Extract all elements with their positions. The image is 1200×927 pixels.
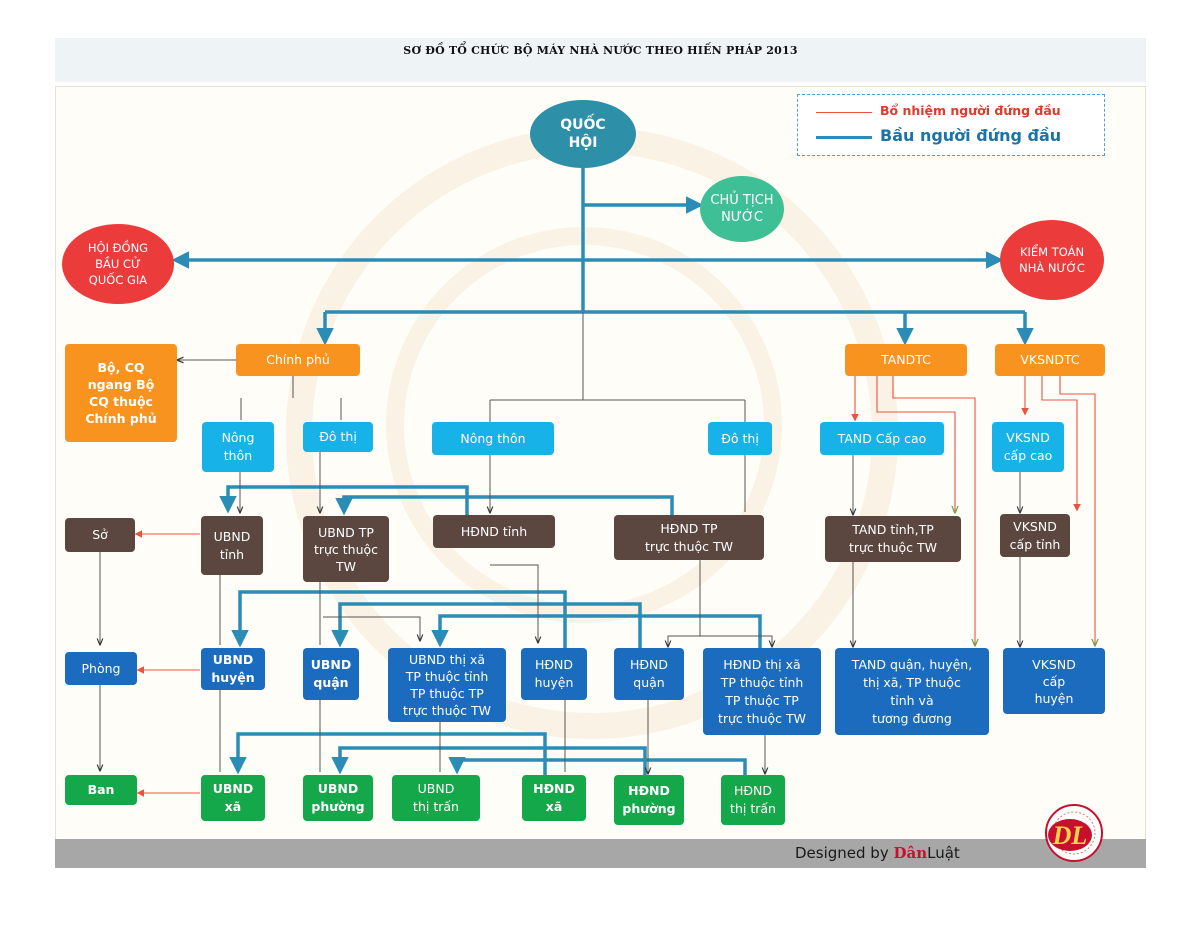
legend-elect-label: Bầu người đứng đầu bbox=[880, 126, 1062, 145]
hdnd-phuong-node: HĐND phường bbox=[614, 775, 684, 825]
tand-cap-cao-node: TAND Cấp cao bbox=[820, 422, 944, 455]
do-thi-2-node: Đô thị bbox=[708, 422, 772, 455]
legend-appoint-label: Bổ nhiệm người đứng đầu bbox=[880, 103, 1061, 118]
ubnd-tp-tw-node: UBND TP trực thuộc TW bbox=[303, 516, 389, 582]
ubnd-thi-xa-node: UBND thị xã TP thuộc tỉnh TP thuộc TP tr… bbox=[388, 648, 506, 722]
tand-tinh-node: TAND tỉnh,TP trực thuộc TW bbox=[825, 516, 961, 562]
designed-by-label: Designed by bbox=[795, 844, 889, 862]
ubnd-quan-node: UBND quận bbox=[303, 648, 359, 700]
nong-thon-1-node: Nông thôn bbox=[202, 422, 274, 472]
nong-thon-2-node: Nông thôn bbox=[432, 422, 554, 455]
hdnd-huyen-node: HĐND huyện bbox=[521, 648, 587, 700]
vksnd-tinh-node: VKSND cấp tỉnh bbox=[1000, 514, 1070, 557]
bo-cq-node: Bộ, CQ ngang Bộ CQ thuộc Chính phủ bbox=[65, 344, 177, 442]
hoi-dong-bau-cu-node: HỘI ĐỒNG BẦU CỬ QUỐC GIA bbox=[62, 224, 174, 304]
ban-node: Ban bbox=[65, 775, 137, 805]
chinh-phu-node: Chính phủ bbox=[236, 344, 360, 376]
ubnd-huyen-node: UBND huyện bbox=[201, 648, 265, 690]
ubnd-xa-node: UBND xã bbox=[201, 775, 265, 821]
vksndtc-node: VKSNDTC bbox=[995, 344, 1105, 376]
title-bar: SƠ ĐỒ TỔ CHỨC BỘ MÁY NHÀ NƯỚC THEO HIẾN … bbox=[55, 38, 1146, 82]
designed-by-credit: Designed by DânLuật bbox=[795, 844, 960, 862]
legend-appoint-line bbox=[816, 112, 872, 113]
hdnd-quan-node: HĐND quận bbox=[614, 648, 684, 700]
phong-node: Phòng bbox=[65, 652, 137, 685]
footer-bar bbox=[55, 839, 1146, 868]
brand-name-b: Luật bbox=[927, 844, 960, 862]
brand-name-a: Dân bbox=[893, 844, 928, 862]
hdnd-thi-tran-node: HĐND thị trấn bbox=[721, 775, 785, 825]
hdnd-xa-node: HĐND xã bbox=[522, 775, 586, 821]
legend-elect-line bbox=[816, 136, 872, 139]
chu-tich-nuoc-node: CHỦ TỊCH NƯỚC bbox=[700, 176, 784, 242]
hdnd-thi-xa-node: HĐND thị xã TP thuộc tỉnh TP thuộc TP tr… bbox=[703, 648, 821, 735]
tand-huyen-node: TAND quận, huyện, thị xã, TP thuộc tỉnh … bbox=[835, 648, 989, 735]
tandtc-node: TANDTC bbox=[845, 344, 967, 376]
vksnd-cap-cao-node: VKSND cấp cao bbox=[992, 422, 1064, 472]
vksnd-huyen-node: VKSND cấp huyện bbox=[1003, 648, 1105, 714]
danluat-logo-icon: DL bbox=[1045, 804, 1103, 862]
so-node: Sở bbox=[65, 518, 135, 552]
kiem-toan-node: KIỂM TOÁN NHÀ NƯỚC bbox=[1000, 220, 1104, 300]
do-thi-1-node: Đô thị bbox=[303, 422, 373, 452]
page-title: SƠ ĐỒ TỔ CHỨC BỘ MÁY NHÀ NƯỚC THEO HIẾN … bbox=[403, 44, 798, 57]
legend: Bổ nhiệm người đứng đầu Bầu người đứng đ… bbox=[797, 94, 1105, 156]
ubnd-thi-tran-node: UBND thị trấn bbox=[392, 775, 480, 821]
ubnd-tinh-node: UBND tỉnh bbox=[201, 516, 263, 575]
hdnd-tp-tw-node: HĐND TP trực thuộc TW bbox=[614, 515, 764, 560]
hdnd-tinh-node: HĐND tỉnh bbox=[433, 515, 555, 548]
ubnd-phuong-node: UBND phường bbox=[303, 775, 373, 821]
quoc-hoi-node: QUỐC HỘI bbox=[530, 100, 636, 168]
logo-text: DL bbox=[1052, 821, 1088, 850]
